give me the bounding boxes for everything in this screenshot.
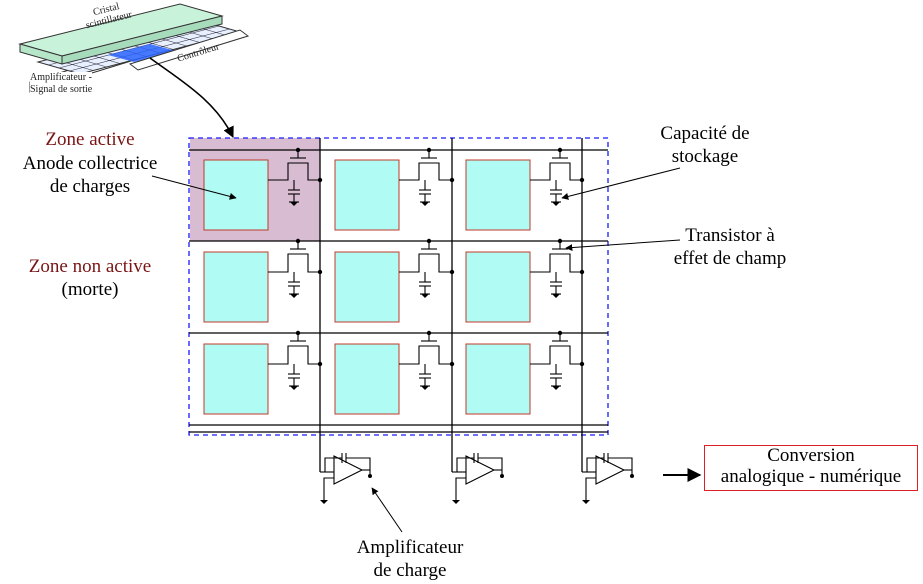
ground-symbol xyxy=(290,294,298,298)
gate-node xyxy=(295,238,301,244)
capacite-label: Capacité de stockage xyxy=(660,123,750,167)
ground-symbol xyxy=(421,294,429,298)
gate-node xyxy=(426,147,432,153)
gate-node xyxy=(557,238,563,244)
pixel-anode xyxy=(334,159,400,231)
fet-channel xyxy=(399,162,452,181)
ground-symbol xyxy=(421,386,429,390)
fet-channel xyxy=(530,253,582,273)
feedback-line xyxy=(586,457,604,472)
amplifier-triangle xyxy=(595,455,626,485)
pixel-anode xyxy=(465,159,531,231)
transistor-label: Transistor à effet de champ xyxy=(673,225,787,269)
fet-channel xyxy=(268,345,320,365)
bus-node xyxy=(449,177,455,183)
bus-node xyxy=(579,177,585,183)
ground-symbol xyxy=(320,500,328,504)
conversion-box xyxy=(704,445,918,491)
amplificateur-arrow xyxy=(371,487,403,533)
fet-channel xyxy=(399,253,452,273)
pixel-matrix xyxy=(188,137,609,472)
amplifier-triangle xyxy=(333,455,364,485)
ground-symbol xyxy=(290,386,298,390)
capacite-arrow xyxy=(561,167,681,200)
gate-node xyxy=(295,147,301,153)
fet-channel xyxy=(268,162,320,181)
bus-node xyxy=(579,269,585,275)
transistor-arrow xyxy=(565,239,681,252)
crystal-slab xyxy=(18,3,224,65)
pixel-anode xyxy=(465,343,531,415)
bus-node xyxy=(579,361,585,367)
bus-node xyxy=(449,361,455,367)
zone-non-active-label: Zone non active xyxy=(28,256,152,277)
pixel-anode xyxy=(334,251,400,323)
inset-arrow xyxy=(149,57,234,139)
ground-symbol xyxy=(552,294,560,298)
pixel-anode xyxy=(465,251,531,323)
controller-bar xyxy=(128,29,250,71)
gate-node xyxy=(295,330,301,336)
gate-node xyxy=(426,330,432,336)
pixel-anode xyxy=(203,251,269,323)
amp-ground-lead xyxy=(455,477,466,500)
fet-channel xyxy=(530,345,582,365)
amp-ground-lead xyxy=(323,477,334,500)
feedback-line xyxy=(324,457,342,472)
annotation-arrows xyxy=(151,167,702,533)
feedback-line xyxy=(456,457,474,472)
ground-symbol xyxy=(552,202,560,206)
fet-channel xyxy=(399,345,452,365)
ground-symbol xyxy=(290,202,298,206)
gate-node xyxy=(557,147,563,153)
gate-node xyxy=(426,238,432,244)
bus-node xyxy=(317,269,323,275)
output-node xyxy=(368,474,372,478)
amplificateur-charge-label: Amplificateur de charge xyxy=(356,537,464,581)
amplifier-triangle xyxy=(465,455,496,485)
amplifier-layer-label: Amplificateur - Signal de sortie xyxy=(30,72,93,96)
ground-symbol xyxy=(582,500,590,504)
morte-label: (morte) xyxy=(61,279,119,300)
anode-label: Anode collectrice de charges xyxy=(22,153,158,197)
bus-node xyxy=(317,177,323,183)
pixel-anode xyxy=(334,343,400,415)
bus-node xyxy=(317,361,323,367)
zone-active-label: Zone active xyxy=(45,129,135,150)
fet-channel xyxy=(530,162,582,181)
ground-symbol xyxy=(452,500,460,504)
anode-arrow xyxy=(151,175,237,200)
fet-channel xyxy=(268,253,320,273)
pixel-anode xyxy=(203,343,269,415)
output-node xyxy=(630,474,634,478)
ground-symbol xyxy=(421,202,429,206)
matrix-dashed-border xyxy=(188,137,609,436)
pixel-anode xyxy=(203,159,269,231)
ground-symbol xyxy=(552,386,560,390)
gate-node xyxy=(557,330,563,336)
bus-node xyxy=(449,269,455,275)
conversion-label: Conversion analogique - numérique xyxy=(720,445,902,487)
amp-ground-lead xyxy=(585,477,596,500)
output-node xyxy=(500,474,504,478)
detector-inset xyxy=(18,3,250,139)
